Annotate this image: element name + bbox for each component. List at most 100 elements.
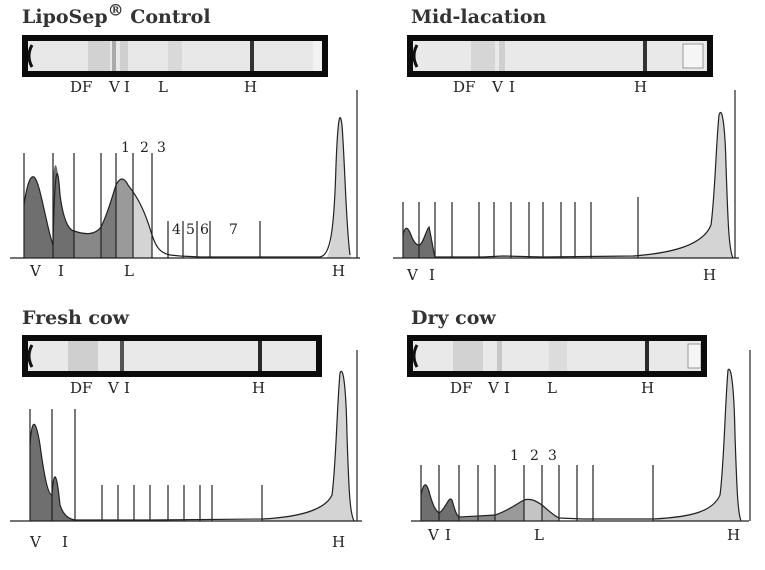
tube-bands [413, 41, 707, 71]
density-profile-fresh-cow: V I H [0, 345, 382, 551]
title-text: Dry cow [411, 307, 496, 329]
fraction-v-fill [421, 484, 439, 521]
tube-label-h: H [634, 78, 648, 96]
fraction-lines [420, 350, 751, 521]
fraction-l1-fill [116, 179, 133, 258]
fraction-i-fill [52, 476, 75, 521]
fraction-i-fill [53, 165, 74, 258]
profile-curve [29, 370, 355, 522]
axis-label-h: H [727, 526, 741, 544]
tube-label-df: DF [70, 379, 93, 397]
tube-cap-icon [28, 44, 34, 68]
hdl-band [645, 341, 649, 371]
fraction-h-fill [633, 112, 733, 258]
axis-label-v: V [30, 533, 41, 551]
hdl-band [643, 41, 647, 71]
fraction-v-fill [403, 228, 419, 258]
density-profile-mid-lactation: V I H [383, 85, 765, 284]
tube-label-v: V [109, 78, 120, 96]
axis-label-i: I [58, 262, 64, 280]
fraction-h-fill [653, 369, 741, 521]
axis-label-i: I [445, 526, 451, 544]
fraction-l2-fill [524, 499, 542, 521]
fraction-label-4: 4 [172, 222, 181, 238]
density-profile-dry-cow: 1 2 3 V I L H [383, 345, 765, 544]
axis-label-v: V [428, 526, 439, 544]
fraction-label-5: 5 [186, 222, 195, 238]
tube-label-h: H [641, 379, 655, 397]
tube-label-df: DF [70, 78, 93, 96]
tube-interior [28, 341, 316, 371]
tube-label-l: L [547, 379, 557, 397]
panel-title: LipoSep® Control [22, 2, 211, 28]
fraction-l2-fill [133, 193, 152, 258]
fraction-i-fill [439, 498, 459, 521]
panel-title: Mid-lacation [411, 6, 546, 28]
fraction-v-fill [24, 176, 53, 258]
tube-bands [28, 341, 316, 371]
tube-label-h: H [252, 379, 266, 397]
panel-title: Dry cow [411, 307, 496, 329]
axis-label-l: L [534, 526, 544, 544]
axis-label-v: V [407, 266, 418, 284]
fraction-band2-fill [101, 185, 116, 258]
axis-label-h: H [332, 533, 346, 551]
fraction-v-fill [30, 424, 52, 521]
title-text: LipoSep [22, 6, 108, 28]
fraction-label-2: 2 [140, 140, 149, 156]
gel-tube-image [22, 35, 328, 77]
fraction-label-3: 3 [157, 140, 166, 156]
tube-label-v: V [108, 379, 119, 397]
fraction-label-1: 1 [510, 448, 519, 464]
axis-label-v: V [30, 262, 41, 280]
gel-tube-image [407, 35, 713, 77]
density-profile-control: 1 2 3 4 5 6 7 V I L H [0, 85, 382, 280]
title-text: Fresh cow [22, 307, 129, 329]
gel-tube-image [22, 335, 322, 377]
tube-interior [413, 341, 701, 371]
fraction-lines [402, 90, 736, 258]
fraction-h-fill [326, 117, 352, 258]
gel-tube-image [407, 335, 707, 377]
fraction-label-2: 2 [530, 448, 539, 464]
fraction-band1-fill [74, 227, 101, 258]
panel-dry-cow: Dry cow DF V I L H [383, 285, 765, 570]
profile-curve [420, 368, 742, 522]
axis-label-i: I [429, 266, 435, 284]
tube-label-df: DF [453, 78, 476, 96]
axis-label-h: H [332, 262, 346, 280]
panel-title: Fresh cow [22, 307, 129, 329]
tube-cap-icon [413, 344, 419, 368]
fraction-lines [29, 350, 358, 521]
fraction-lines [23, 90, 358, 258]
tube-interior [28, 41, 322, 71]
title-suffix: Control [123, 6, 211, 28]
tube-label-v: V [492, 78, 503, 96]
axis-label-l: L [124, 262, 134, 280]
tube-label-i: I [504, 379, 510, 397]
tube-cap-icon [28, 344, 34, 368]
axis-label-i: I [62, 533, 68, 551]
fraction-i-fill [419, 227, 435, 258]
tube-label-i: I [124, 78, 130, 96]
hdl-band [258, 341, 262, 371]
title-text: Mid-lacation [411, 6, 547, 28]
hdl-band [250, 41, 254, 71]
tube-bands [413, 341, 701, 371]
fraction-label-1: 1 [121, 140, 130, 156]
panel-control: LipoSep® Control DF V I L H [0, 0, 382, 285]
tube-interior [413, 41, 707, 71]
panel-mid-lactation: Mid-lacation DF V I H [383, 0, 765, 285]
tube-label-v: V [488, 379, 499, 397]
tube-bands [28, 41, 322, 71]
tube-label-h: H [244, 78, 258, 96]
axis-label-h: H [703, 266, 717, 284]
registered-mark: ® [107, 0, 124, 20]
tube-label-i: I [124, 379, 130, 397]
tube-label-i: I [509, 78, 515, 96]
panel-fresh-cow: Fresh cow DF V I H [0, 285, 382, 570]
profile-curve [402, 112, 734, 259]
tube-cap-icon [413, 44, 419, 68]
fraction-label-3: 3 [548, 448, 557, 464]
tube-label-l: L [158, 78, 168, 96]
